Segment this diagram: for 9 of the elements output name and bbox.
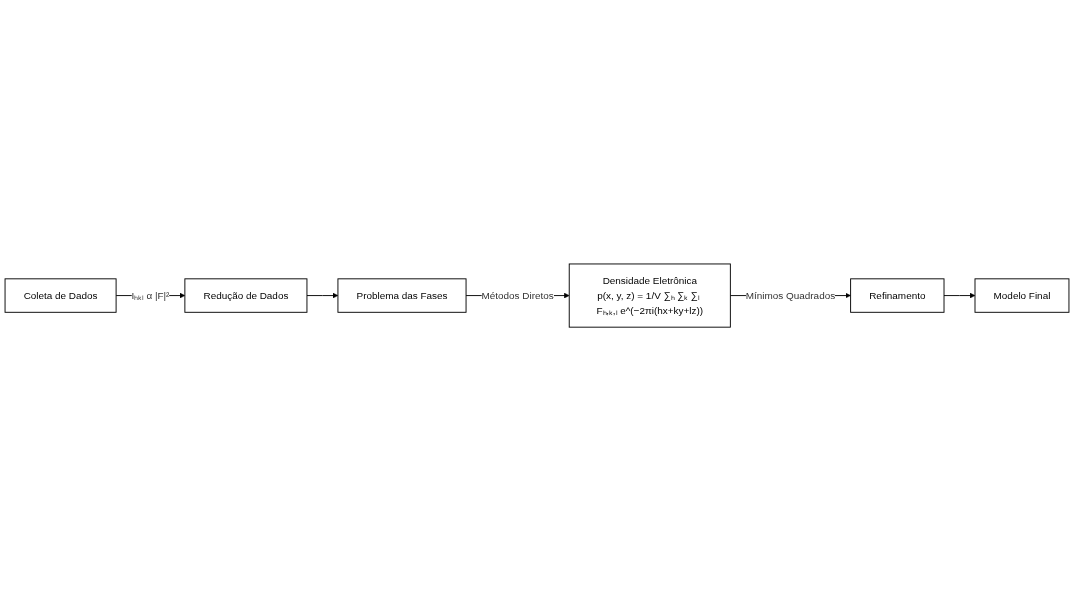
edge-label: Iₕₖₗ α |F|² <box>131 289 170 301</box>
node-box: Coleta de Dados <box>4 278 117 313</box>
edge-label: Métodos Diretos <box>481 289 554 301</box>
node-box: Problema das Fases <box>337 278 467 313</box>
edge-label: Mínimos Quadrados <box>745 289 836 301</box>
node-box: Refinamento <box>850 278 945 313</box>
node-box: Modelo Final <box>974 278 1070 313</box>
node-box: Densidade Eletrônica p(x, y, z) = 1/V ∑ₕ ∑ₖ ∑ₗ Fₕ,ₖ,ₗ e^(−2πi(hx+ky+lz)) <box>568 263 731 328</box>
node-box: Redução de Dados <box>184 278 308 313</box>
